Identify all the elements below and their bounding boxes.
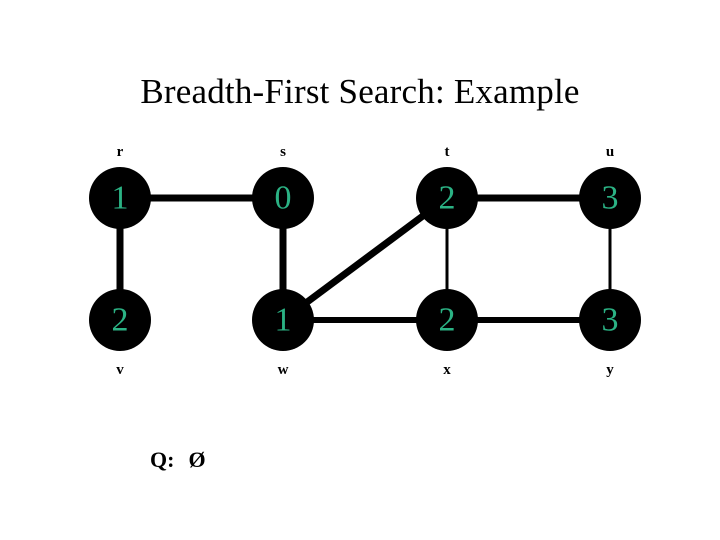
node-circle-t: [416, 167, 478, 229]
graph-node-r[interactable]: 1: [89, 167, 151, 229]
graph-node-s[interactable]: 0: [252, 167, 314, 229]
node-circle-s: [252, 167, 314, 229]
node-distance-s: 0: [275, 180, 292, 217]
node-distance-t: 2: [439, 180, 456, 217]
node-circle-r: [89, 167, 151, 229]
node-circle-v: [89, 289, 151, 351]
node-name-label-u: u: [605, 144, 615, 160]
node-circle-w: [252, 289, 314, 351]
graph-node-w[interactable]: 1: [252, 289, 314, 351]
node-name-label-v: v: [116, 362, 124, 378]
node-distance-r: 1: [112, 180, 129, 217]
graph-node-u[interactable]: 3: [579, 167, 641, 229]
graph-node-x[interactable]: 2: [416, 289, 478, 351]
page-title: Breadth-First Search: Example: [140, 72, 580, 111]
node-name-label-t: t: [444, 144, 450, 160]
node-distance-w: 1: [275, 302, 292, 339]
node-name-label-y: y: [606, 362, 614, 378]
node-name-label-s: s: [280, 144, 286, 160]
node-circle-u: [579, 167, 641, 229]
queue-value: Ø: [188, 447, 206, 472]
queue-display: Q: Ø: [150, 447, 206, 473]
node-distance-x: 2: [439, 302, 456, 339]
graph-node-v[interactable]: 2: [89, 289, 151, 351]
node-distance-v: 2: [112, 302, 129, 339]
edge-layer: [116, 194, 612, 323]
graph-node-y[interactable]: 3: [579, 289, 641, 351]
graph-node-t[interactable]: 2: [416, 167, 478, 229]
node-circle-y: [579, 289, 641, 351]
node-distance-y: 3: [602, 302, 619, 339]
node-distance-u: 3: [602, 180, 619, 217]
node-circle-x: [416, 289, 478, 351]
node-layer: 1 0 2 3 2 1 2 3: [89, 167, 641, 351]
graph-edge-w-t: [280, 195, 450, 323]
node-name-label-w: w: [277, 362, 289, 378]
node-name-label-x: x: [443, 362, 451, 378]
queue-label: Q:: [150, 447, 175, 472]
node-name-label-r: r: [116, 144, 124, 160]
